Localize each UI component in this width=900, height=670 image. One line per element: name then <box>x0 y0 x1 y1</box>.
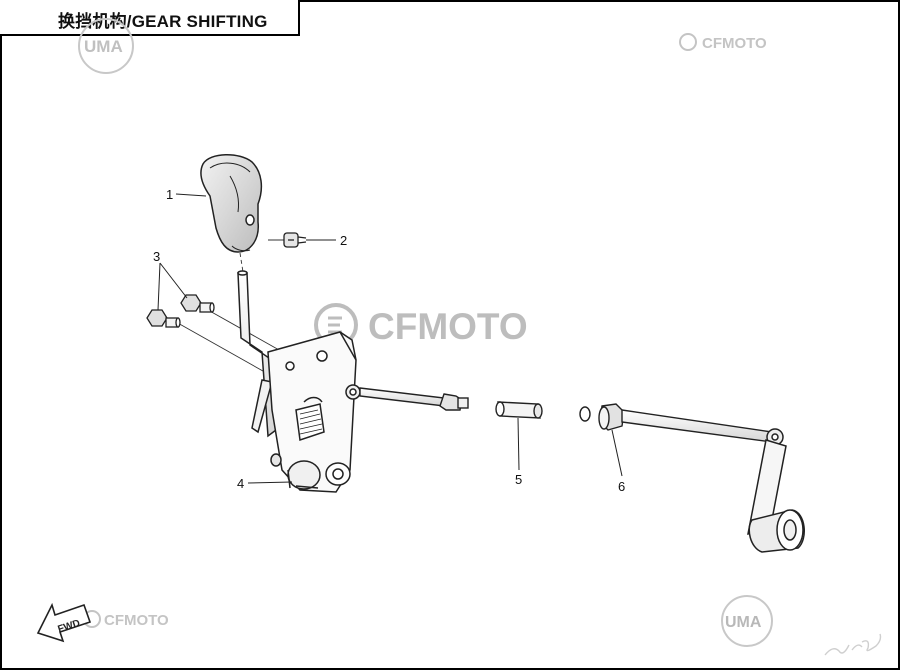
uma-logo-top-left: UMA <box>78 18 134 74</box>
shift-rod <box>359 387 773 443</box>
callout-1: 1 <box>166 187 173 202</box>
shift-knob <box>200 154 263 253</box>
shift-lever-assembly <box>237 270 361 493</box>
uma-logo-bottom-right: UMA <box>721 595 773 647</box>
callout-leaders <box>157 193 623 484</box>
fwd-arrow-icon: FWD <box>36 602 92 643</box>
scribble-mark-icon <box>824 633 882 656</box>
cfmoto-logo-top-right: CFMOTO <box>679 33 767 52</box>
cfmoto-label-center: CFMOTO <box>368 306 528 347</box>
output-lever <box>747 428 805 553</box>
uma-label-bottom: UMA <box>725 614 762 631</box>
callout-5: 5 <box>515 472 522 487</box>
cfmoto-watermark-center: CFMOTO <box>314 303 528 347</box>
cfmoto-logo-bottom-left: CFMOTO <box>83 610 169 629</box>
page-title: 换挡机构/GEAR SHIFTING <box>58 12 268 31</box>
callout-3: 3 <box>153 249 160 264</box>
title-box: 换挡机构/GEAR SHIFTING <box>0 0 300 36</box>
callout-4: 4 <box>237 476 244 491</box>
uma-label-top: UMA <box>84 37 123 56</box>
cfmoto-label-top: CFMOTO <box>702 35 767 52</box>
mounting-bolt-lower <box>146 309 181 328</box>
knob-screw <box>283 232 307 248</box>
cfmoto-label-bottom: CFMOTO <box>104 612 169 629</box>
callout-6: 6 <box>618 479 625 494</box>
mounting-bolt-upper <box>180 294 215 313</box>
callout-2: 2 <box>340 233 347 248</box>
